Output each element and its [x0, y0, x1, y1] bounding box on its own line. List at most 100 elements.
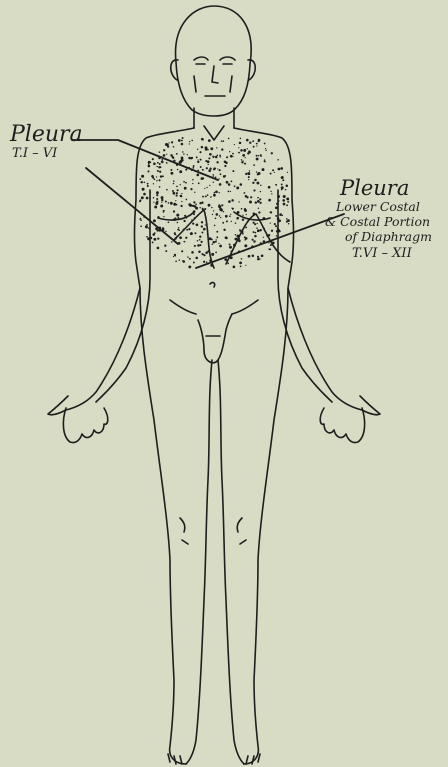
stipple-dot: [229, 244, 231, 246]
stipple-dot: [197, 159, 198, 160]
stipple-dot: [242, 215, 243, 216]
stipple-dot: [185, 169, 187, 171]
stipple-dot: [224, 258, 227, 261]
stipple-dot: [259, 198, 261, 200]
stipple-dot: [148, 161, 151, 164]
stipple-dot: [145, 225, 148, 228]
stipple-dot: [173, 256, 174, 257]
stipple-dot: [240, 266, 242, 268]
stipple-dot: [261, 254, 264, 257]
stipple-dot: [181, 143, 184, 146]
stipple-dot: [189, 204, 192, 207]
stipple-dot: [266, 234, 268, 236]
stipple-dot: [162, 227, 165, 230]
stipple-dot: [147, 170, 149, 172]
stipple-dot: [213, 182, 214, 183]
stipple-dot: [260, 185, 261, 186]
stipple-dot: [215, 217, 217, 219]
stipple-dot: [215, 241, 217, 243]
stipple-dot: [146, 224, 148, 226]
stipple-dot: [260, 191, 261, 192]
stipple-dot: [161, 161, 164, 164]
stipple-dot: [207, 194, 209, 196]
stipple-dot: [286, 221, 288, 223]
stipple-dot: [277, 217, 280, 220]
stipple-dot: [276, 235, 277, 236]
stipple-dot: [159, 151, 161, 153]
stipple-dot: [150, 192, 151, 193]
stipple-dot: [201, 232, 203, 234]
stipple-dot: [247, 219, 249, 221]
stipple-dot: [201, 241, 203, 243]
stipple-dot: [175, 260, 177, 262]
stipple-dot: [231, 250, 233, 252]
stipple-dot: [271, 152, 273, 154]
stipple-dot: [260, 242, 262, 244]
stipple-dot: [223, 229, 225, 231]
stipple-dot: [178, 227, 179, 228]
stipple-dot: [221, 140, 222, 141]
stipple-dot: [183, 241, 185, 243]
stipple-dot: [217, 154, 219, 156]
stipple-dot: [194, 217, 195, 218]
stipple-dot: [151, 175, 154, 178]
stipple-dot: [256, 158, 259, 161]
stipple-dot: [274, 223, 276, 225]
stipple-dot: [228, 138, 230, 140]
stipple-dot: [187, 154, 188, 155]
stipple-dot: [139, 178, 141, 180]
stipple-dot: [174, 232, 176, 234]
stipple-dot: [220, 209, 223, 212]
stipple-dot: [249, 170, 250, 171]
stipple-dot: [185, 237, 187, 239]
stipple-dot: [158, 227, 161, 230]
stipple-dot: [240, 138, 242, 140]
stipple-dot: [194, 192, 195, 193]
stipple-dot: [186, 199, 188, 201]
stipple-dot: [153, 163, 156, 166]
stipple-dot: [256, 171, 257, 172]
stipple-dot: [191, 140, 193, 142]
stipple-dot: [224, 165, 226, 167]
stipple-dot: [171, 241, 172, 242]
stipple-dot: [270, 173, 272, 175]
stipple-dot: [170, 172, 173, 175]
stipple-dot: [165, 250, 167, 252]
stipple-dot: [153, 183, 154, 184]
stipple-dot: [238, 240, 241, 243]
stipple-dot: [188, 228, 190, 230]
stipple-dot: [258, 211, 260, 213]
stipple-dot: [249, 142, 251, 144]
stipple-dot: [281, 183, 283, 185]
stipple-dot: [140, 199, 142, 201]
stipple-dot: [199, 239, 201, 241]
stipple-dot: [159, 163, 161, 165]
stipple-dot: [188, 265, 191, 268]
stipple-dot: [208, 157, 210, 159]
knee-marks: [180, 518, 246, 544]
stipple-dot: [166, 189, 168, 191]
stipple-dot: [155, 227, 158, 230]
stipple-dot: [268, 186, 271, 189]
stipple-dot: [140, 225, 142, 227]
stipple-dot: [189, 143, 190, 144]
stipple-dot: [262, 168, 265, 171]
stipple-dot: [247, 152, 249, 154]
stipple-dot: [253, 146, 255, 148]
right-hand: [320, 408, 364, 443]
stipple-dot: [244, 244, 247, 247]
stipple-dot: [211, 253, 214, 256]
stipple-dot: [140, 181, 142, 183]
stipple-dot: [147, 237, 150, 240]
stipple-dot: [144, 182, 146, 184]
stipple-dot: [262, 217, 265, 220]
stipple-dot: [200, 244, 202, 246]
stipple-dot: [148, 165, 151, 168]
stipple-dot: [242, 218, 244, 220]
stipple-dot: [190, 188, 192, 190]
stipple-dot: [165, 201, 167, 203]
stipple-dot: [214, 192, 216, 194]
stipple-dot: [247, 148, 248, 149]
stipple-dot: [156, 191, 159, 194]
stipple-dot: [230, 155, 233, 158]
